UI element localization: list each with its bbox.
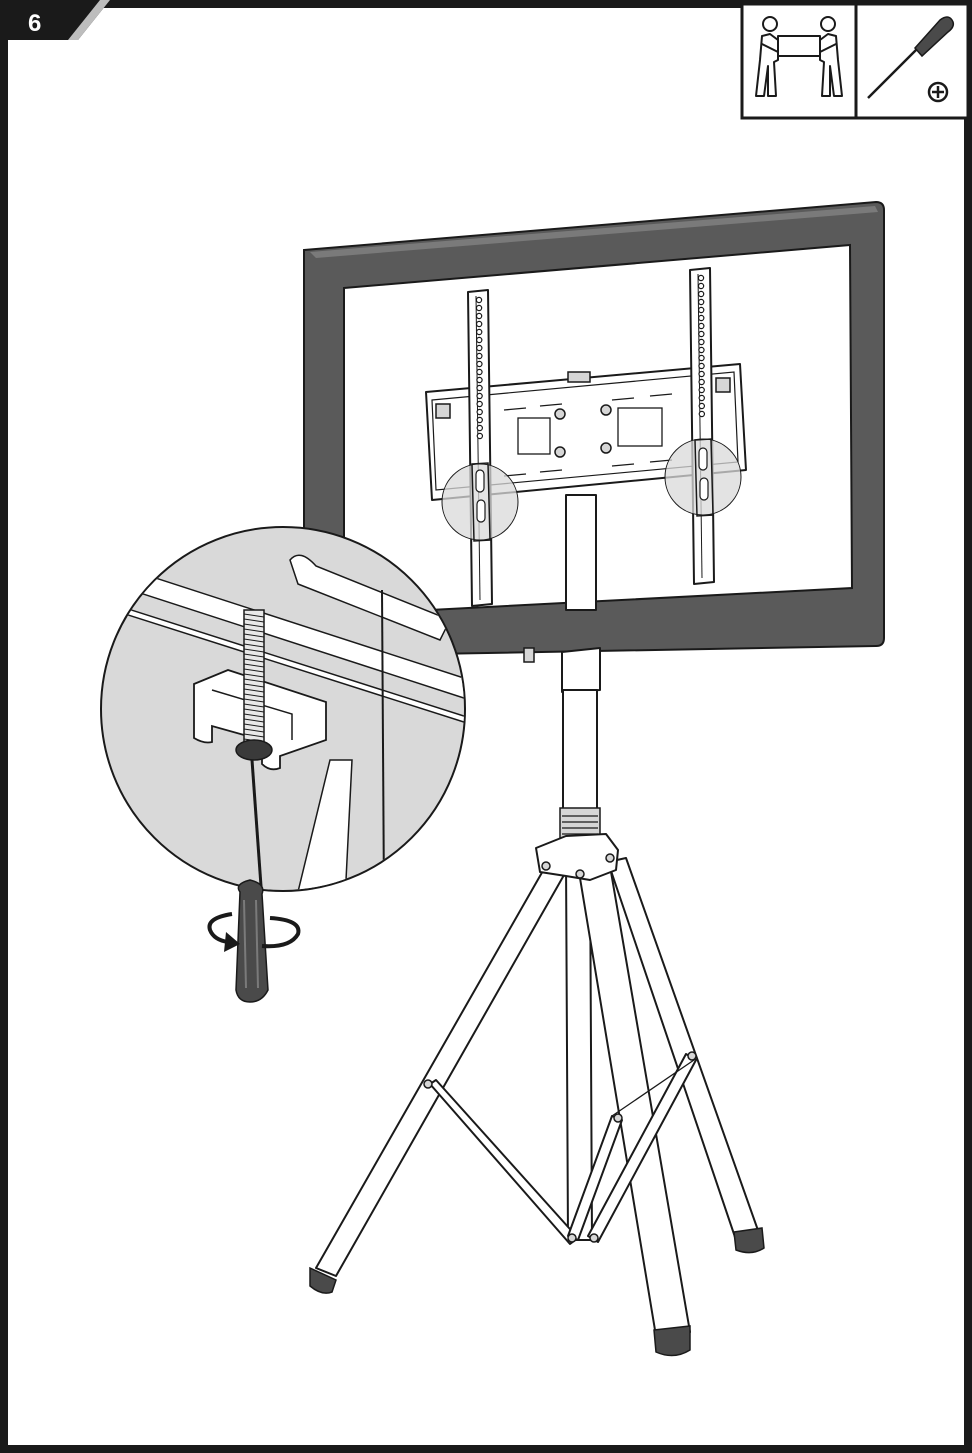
rail-hole [476,376,483,384]
rail-hole [697,290,705,298]
rail-hole [475,296,483,304]
rail-hole [476,432,484,440]
stand-pole [523,494,601,811]
rail-hole [698,346,705,354]
rail-holes [475,274,706,440]
step-tab [0,0,110,40]
rail-hole [475,312,483,320]
thread-line [243,698,265,703]
rail-hole [476,400,483,408]
rail-hole [697,274,705,282]
tripod [309,807,765,1357]
thread-line [243,683,265,688]
thread-line [243,668,265,673]
thread-line [243,733,265,738]
rail-hole [698,394,705,402]
thread-line [243,638,265,643]
rail-hole [697,282,705,290]
two-person-lift-icon [755,16,843,97]
rail-hole [476,336,483,344]
thread-line [243,648,265,653]
thread-line [243,613,265,618]
rail-hole [476,352,483,360]
rail-hole [475,304,483,312]
thread-line [243,653,265,658]
rail-hole [476,344,483,352]
thread-line [243,673,265,678]
thread-line [243,708,265,713]
rail-hole [698,386,705,394]
thread-line [243,723,265,728]
rail-hole [698,306,705,314]
thread-line [243,688,265,693]
thread-line [243,658,265,663]
thread-line [243,728,265,733]
rail-hole [476,416,483,424]
rail-hole [698,362,705,370]
thread-line [243,623,265,628]
thread-line [243,633,265,638]
rail-hole [476,360,483,368]
thread-line [243,678,265,683]
rail-hole [476,368,483,376]
rail-hole [476,408,483,416]
rotation-arrow-icon [207,912,301,952]
thread-line [243,693,265,698]
rail-hole [475,320,483,328]
rail-hole [476,424,483,432]
thread-line [243,628,265,633]
rail-hole [698,338,705,346]
thread-line [243,718,265,723]
rail-hole [476,328,483,336]
tools-box [740,2,970,120]
screwdriver-handle [235,879,269,1003]
rail-hole [698,410,706,418]
rail-hole [697,298,705,306]
thread-line [243,713,265,718]
rail-hole [698,378,705,386]
phillips-screwdriver-icon [867,16,955,103]
step-number: 6 [28,10,42,37]
thread-line [243,703,265,708]
rail-hole [698,354,705,362]
rail-hole [698,322,705,330]
rail-hole [698,314,705,322]
zoom-detail [100,526,466,892]
thread-line [243,643,265,648]
rail-hole [476,384,483,392]
rail-hole [698,402,706,410]
thread-line [243,663,265,668]
thread-line [243,618,265,623]
rail-hole [476,392,483,400]
rail-hole [698,370,705,378]
rail-hole [698,330,705,338]
